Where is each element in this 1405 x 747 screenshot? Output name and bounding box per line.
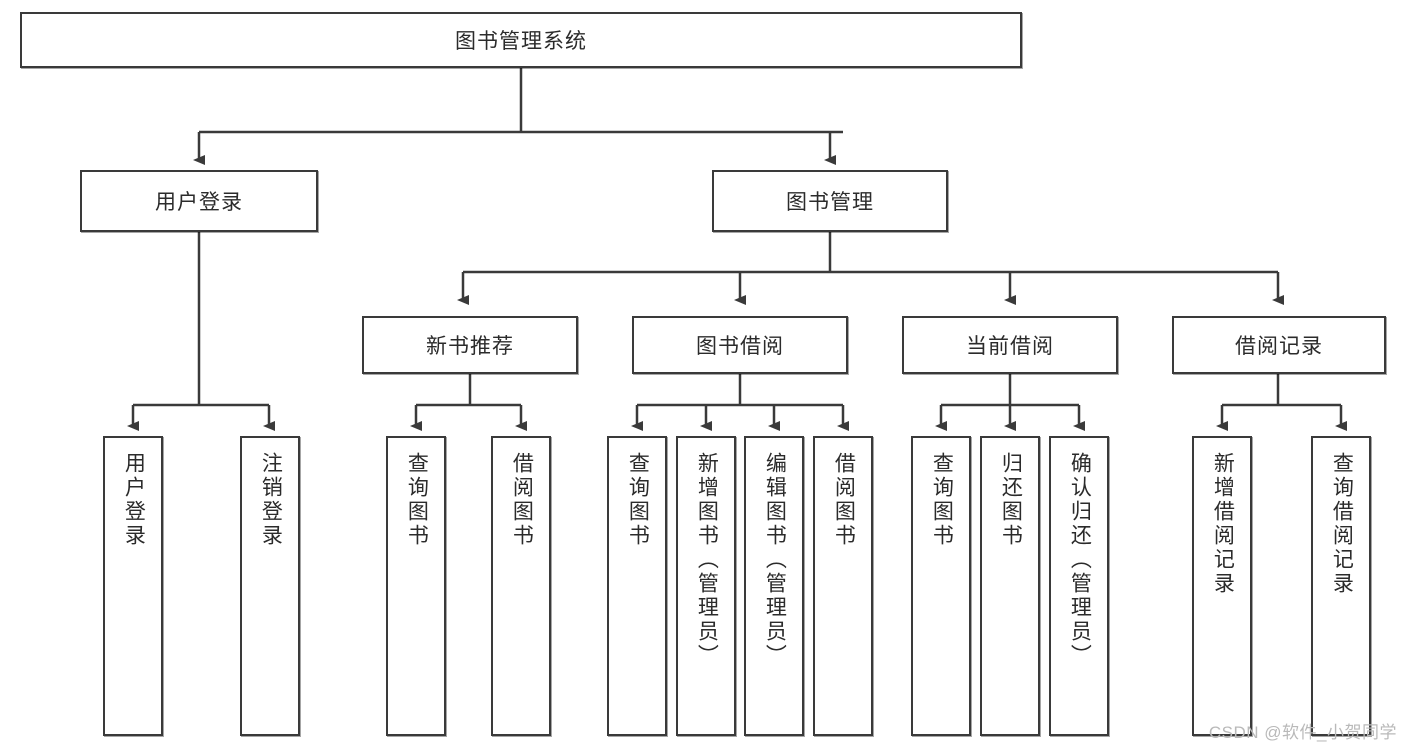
node-label: 查询图书 [405, 452, 429, 548]
node-label: 查询借阅记录 [1330, 452, 1354, 596]
node-label: 归还图书 [999, 452, 1023, 548]
leaf-user-login-logout[interactable]: 注销登录 [240, 436, 300, 736]
node-label: 图书管理系统 [455, 30, 587, 53]
leaf-user-login-login[interactable]: 用户登录 [103, 436, 163, 736]
leaf-book-borrow-borrow[interactable]: 借阅图书 [813, 436, 873, 736]
node-label: 新书推荐 [426, 335, 514, 358]
node-current-borrow[interactable]: 当前借阅 [902, 316, 1118, 374]
node-label: 新增图书（管理员） [695, 452, 719, 668]
node-label: 借阅图书 [510, 452, 534, 548]
node-label: 注销登录 [259, 452, 283, 548]
node-label: 确认归还（管理员） [1068, 452, 1092, 668]
node-user-login[interactable]: 用户登录 [80, 170, 318, 232]
node-label: 借阅图书 [832, 452, 856, 548]
leaf-book-borrow-add[interactable]: 新增图书（管理员） [676, 436, 736, 736]
node-label: 编辑图书（管理员） [763, 452, 787, 668]
csdn-watermark: CSDN @软件_小贺同学 [1208, 723, 1397, 742]
node-borrow-record[interactable]: 借阅记录 [1172, 316, 1386, 374]
node-label: 当前借阅 [966, 335, 1054, 358]
node-book-management[interactable]: 图书管理 [712, 170, 948, 232]
leaf-book-borrow-query[interactable]: 查询图书 [607, 436, 667, 736]
leaf-current-borrow-return[interactable]: 归还图书 [980, 436, 1040, 736]
node-label: 用户登录 [122, 452, 146, 548]
node-label: 图书借阅 [696, 335, 784, 358]
node-new-book-recommend[interactable]: 新书推荐 [362, 316, 578, 374]
node-label: 用户登录 [155, 191, 243, 214]
leaf-borrow-record-query[interactable]: 查询借阅记录 [1311, 436, 1371, 736]
node-book-borrow[interactable]: 图书借阅 [632, 316, 848, 374]
leaf-new-book-borrow[interactable]: 借阅图书 [491, 436, 551, 736]
node-label: 借阅记录 [1235, 335, 1323, 358]
node-label: 图书管理 [786, 191, 874, 214]
leaf-book-borrow-edit[interactable]: 编辑图书（管理员） [744, 436, 804, 736]
node-label: 查询图书 [626, 452, 650, 548]
leaf-borrow-record-add[interactable]: 新增借阅记录 [1192, 436, 1252, 736]
leaf-current-borrow-query[interactable]: 查询图书 [911, 436, 971, 736]
leaf-new-book-query[interactable]: 查询图书 [386, 436, 446, 736]
node-label: 查询图书 [930, 452, 954, 548]
node-label: 新增借阅记录 [1211, 452, 1235, 596]
node-book-management-system[interactable]: 图书管理系统 [20, 12, 1022, 68]
leaf-current-borrow-confirm-return[interactable]: 确认归还（管理员） [1049, 436, 1109, 736]
